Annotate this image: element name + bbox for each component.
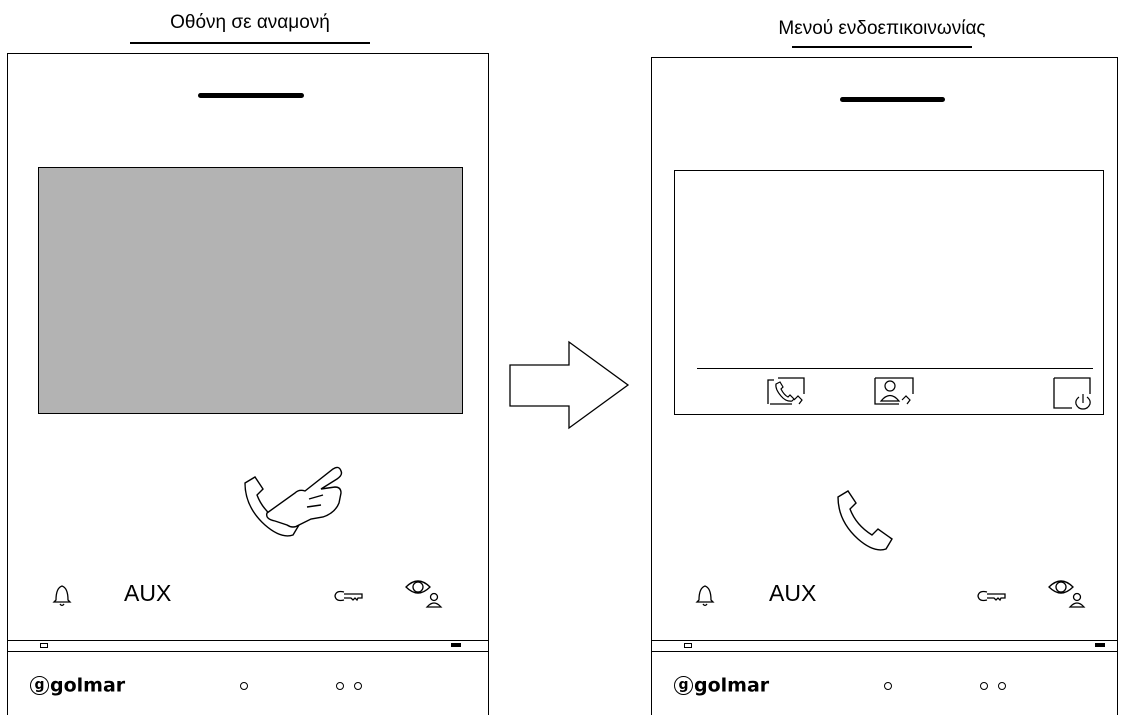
caption-intercom-menu-underline xyxy=(792,46,972,48)
caption-standby: Οθόνη σε αναμονή xyxy=(170,12,330,33)
base-divider-lower xyxy=(8,651,488,652)
intercom-call-icon[interactable] xyxy=(766,376,806,406)
handset-icon[interactable] xyxy=(828,485,908,551)
base-divider xyxy=(652,640,1117,641)
monitor-eye-icon[interactable] xyxy=(1047,575,1087,609)
led-left xyxy=(684,643,692,648)
brand-logo-mark: g xyxy=(30,676,49,695)
menu-divider xyxy=(697,368,1093,369)
power-icon[interactable] xyxy=(1052,376,1094,410)
monitor-eye-icon[interactable] xyxy=(404,575,444,609)
indicator-dot xyxy=(240,682,248,690)
aux-button[interactable]: AUX xyxy=(769,580,817,606)
caption-intercom-menu: Μενού ενδοεπικοινωνίας xyxy=(778,18,986,39)
speaker-slot xyxy=(198,93,304,98)
handset-button[interactable] xyxy=(223,459,353,549)
base-divider xyxy=(8,640,488,641)
indicator-dot xyxy=(980,682,988,690)
guard-call-icon[interactable] xyxy=(873,376,915,406)
pressing-hand-icon xyxy=(265,466,343,528)
brand-logo-text: golmar xyxy=(694,674,770,697)
led-right xyxy=(1095,643,1105,647)
aux-button[interactable]: AUX xyxy=(124,580,172,606)
brand-logo-mark: g xyxy=(674,676,693,695)
led-left xyxy=(40,643,48,648)
bell-icon[interactable] xyxy=(695,582,715,608)
led-right xyxy=(451,643,461,647)
caption-standby-underline xyxy=(130,42,370,44)
transition-arrow xyxy=(509,340,630,430)
indicator-dot xyxy=(354,682,362,690)
key-icon[interactable] xyxy=(975,589,1007,603)
brand-logo-text: golmar xyxy=(50,674,126,697)
monitor-screen-standby xyxy=(38,167,463,414)
key-icon[interactable] xyxy=(332,589,364,603)
indicator-dot xyxy=(336,682,344,690)
bell-icon[interactable] xyxy=(52,582,72,608)
indicator-dot xyxy=(998,682,1006,690)
base-divider-lower xyxy=(652,651,1117,652)
speaker-slot xyxy=(840,97,945,102)
indicator-dot xyxy=(884,682,892,690)
handset-icon xyxy=(244,476,300,537)
monitor-screen-intercom-menu xyxy=(674,170,1104,415)
